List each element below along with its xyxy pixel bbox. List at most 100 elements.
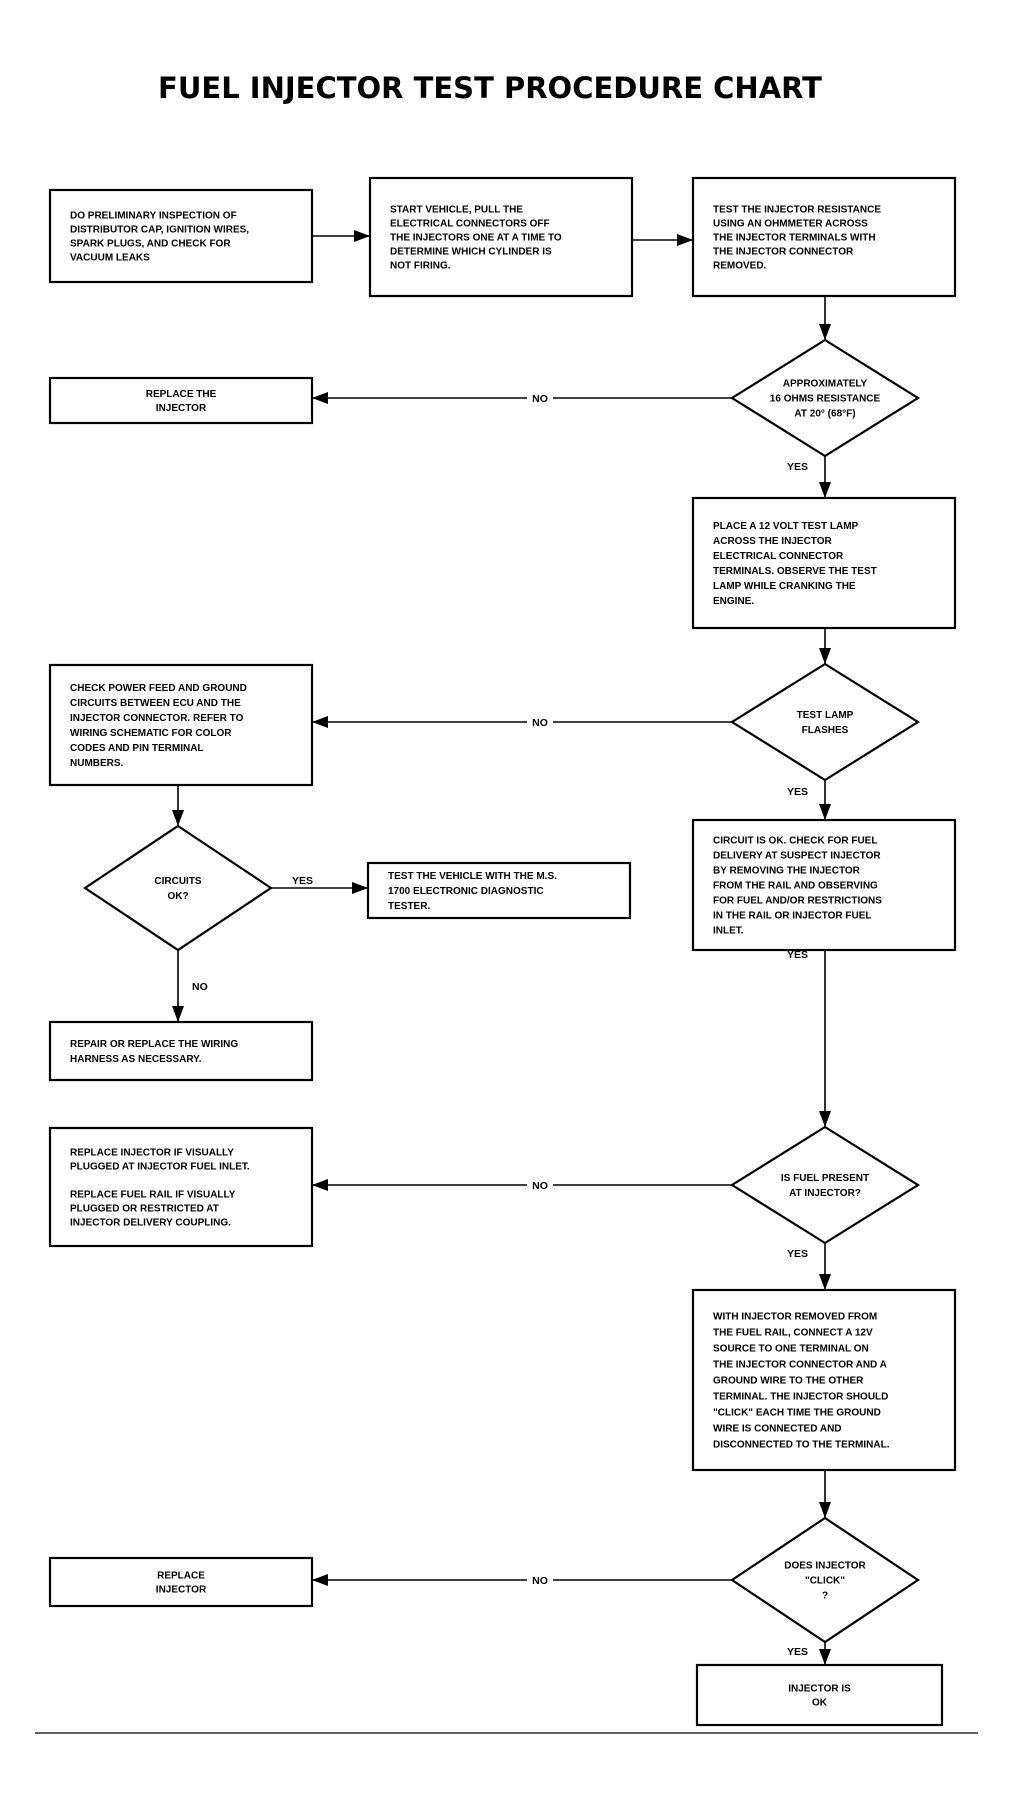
node-text-line: DOES INJECTOR [784,1561,866,1572]
edge-approx-ohms-to-replace-injector-1: NO [312,392,732,405]
edge-label: YES [787,1646,808,1658]
node-lamp-flashes: TEST LAMP FLASHES [729,662,921,782]
arrowhead-icon [819,804,831,820]
node-text-line: APPROXIMATELY [783,379,868,390]
node-test-ms1700: TEST THE VEHICLE WITH THE M.S.1700 ELECT… [366,861,632,920]
edge-preliminary-to-start-vehicle [312,230,370,242]
edge-label: NO [192,981,208,993]
node-replace-injector-1: REPLACE THE INJECTOR [48,376,314,425]
node-text-line: THE INJECTOR TERMINALS WITH [713,233,876,244]
edge-label: YES [787,786,808,798]
node-text-line: TEST LAMP [797,710,854,721]
node-text-line: THE INJECTOR CONNECTOR [713,247,854,258]
process-box [48,376,314,425]
node-text-line: THE FUEL RAIL, CONNECT A 12V [713,1328,873,1339]
arrowhead-icon [354,230,370,242]
label-backing [527,392,553,405]
edge-fuel-present-to-replace-plugged: NO [312,1179,732,1192]
node-text-line: CHECK POWER FEED AND GROUND [70,683,247,694]
node-text-line: WITH INJECTOR REMOVED FROM [713,1312,877,1323]
process-box [48,1126,314,1248]
node-text-line: DISTRIBUTOR CAP, IGNITION WIRES, [70,225,249,236]
node-text-line: FROM THE RAIL AND OBSERVING [713,881,878,892]
node-text-line: WIRE IS CONNECTED AND [713,1424,842,1435]
node-text-line: START VEHICLE, PULL THE [390,205,523,216]
node-text-line: OK [812,1698,828,1709]
node-text-line: CIRCUIT IS OK. CHECK FOR FUEL [713,836,877,847]
edge-label: NO [532,717,548,729]
node-text-line: DELIVERY AT SUSPECT INJECTOR [713,851,881,862]
node-text-line: FOR FUEL AND/OR RESTRICTIONS [713,896,882,907]
process-box [691,1288,957,1472]
arrowhead-icon [172,810,184,826]
node-does-click: DOES INJECTOR"CLICK"? [730,1516,920,1644]
process-box [48,1556,314,1608]
node-text-line: INJECTOR CONNECTOR. REFER TO [70,713,244,724]
node-text-line: TEST THE INJECTOR RESISTANCE [713,205,881,216]
node-text-line: REPLACE THE [146,389,217,400]
node-text-line: HARNESS AS NECESSARY. [70,1054,202,1065]
arrowhead-icon [819,482,831,498]
node-text-line: SPARK PLUGS, AND CHECK FOR [70,239,231,250]
edge-circuits-ok-to-test-ms1700: YES [271,875,368,894]
node-text-line: REPLACE FUEL RAIL IF VISUALLY [70,1190,236,1201]
node-text-line: REPLACE INJECTOR IF VISUALLY [70,1148,234,1159]
node-text-line: ELECTRICAL CONNECTORS OFF [390,219,550,230]
node-text-line: INJECTOR [156,403,207,414]
label-backing [527,1574,553,1587]
decision-diamond [729,338,921,458]
node-text-line: INJECTOR [156,1585,207,1596]
process-box [691,496,957,630]
edge-lamp-flashes-to-circuit-ok-check-fuel: YES [787,780,831,820]
arrowhead-icon [677,234,693,246]
node-text-line: "CLICK" EACH TIME THE GROUND [713,1408,881,1419]
node-text-line: THE INJECTOR CONNECTOR AND A [713,1360,887,1371]
node-preliminary: DO PRELIMINARY INSPECTION OF DISTRIBUTOR … [48,188,314,284]
edge-label: NO [532,1575,548,1587]
node-text-line: 16 OHMS RESISTANCE [770,394,881,405]
edge-test-resistance-to-approx-ohms [819,296,831,340]
node-text-line: DISCONNECTED TO THE TERMINAL. [713,1440,890,1451]
nodes-layer: DO PRELIMINARY INSPECTION OF DISTRIBUTOR … [48,176,957,1727]
arrowhead-icon [819,1274,831,1290]
node-text-line: DO PRELIMINARY INSPECTION OF [70,211,237,222]
arrowhead-icon [312,1574,328,1586]
process-box [691,176,957,298]
chart-title: FUEL INJECTOR TEST PROCEDURE CHART [158,71,822,105]
node-injector-ok: INJECTOR IS OK [695,1663,944,1727]
node-text-line: GROUND WIRE TO THE OTHER [713,1376,864,1387]
arrowhead-icon [819,1502,831,1518]
node-text-line: INJECTOR DELIVERY COUPLING. [70,1218,231,1229]
node-text-line: FLASHES [802,725,849,736]
edge-approx-ohms-to-test-lamp: YES [787,456,831,498]
node-text-line: DETERMINE WHICH CYLINDER IS [390,247,552,258]
node-text-line: CODES AND PIN TERMINAL [70,743,204,754]
node-text-line: NOT FIRING. [390,261,451,272]
arrowhead-icon [312,392,328,404]
label-backing [527,716,553,729]
process-box [48,1020,314,1082]
node-text-line: ? [822,1591,828,1602]
edge-label: YES [787,949,808,961]
node-text-line: NUMBERS. [70,758,124,769]
edge-connect-12v-to-does-click [819,1470,831,1518]
node-text-line: 1700 ELECTRONIC DIAGNOSTIC [388,886,544,897]
node-text-line: VACUUM LEAKS [70,253,150,264]
arrowhead-icon [172,1006,184,1022]
process-box [691,818,957,952]
decision-diamond [729,1125,921,1245]
edge-test-lamp-to-lamp-flashes [819,628,831,664]
node-text-line: REPAIR OR REPLACE THE WIRING [70,1039,238,1050]
node-text-line: IS FUEL PRESENT [781,1173,869,1184]
node-text-line: INJECTOR IS [788,1684,851,1695]
edge-lamp-flashes-to-check-power: NO [312,716,732,729]
node-text-line: CIRCUITS [154,876,202,887]
arrowhead-icon [819,1649,831,1665]
process-box [48,663,314,787]
